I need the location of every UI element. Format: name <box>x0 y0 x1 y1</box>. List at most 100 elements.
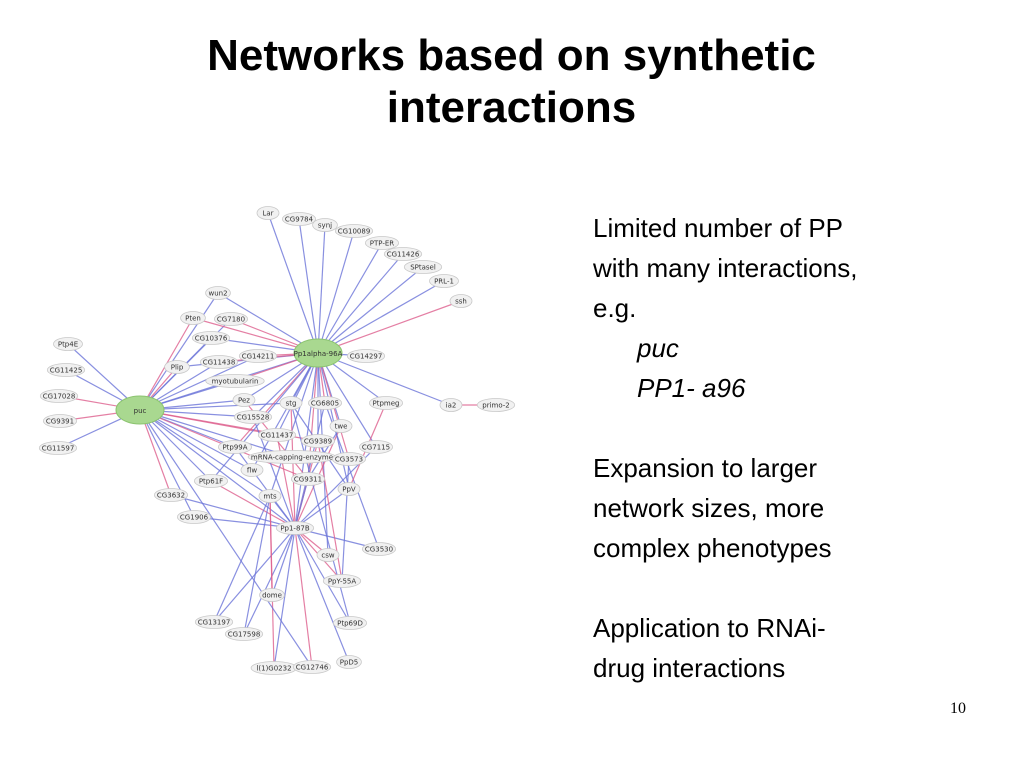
bullet-1-line-1: Limited number of PP <box>593 213 844 243</box>
slide-title: Networks based on synthetic interactions <box>0 30 1023 134</box>
network-graph: pucPp1alpha-96ALarCG9784synjCG10089PTP-E… <box>38 206 516 675</box>
network-node <box>275 521 315 535</box>
network-node <box>180 311 206 325</box>
network-node <box>217 440 252 454</box>
network-node <box>292 660 332 674</box>
network-node <box>281 212 316 226</box>
network-node <box>316 548 340 562</box>
network-node <box>368 396 403 410</box>
node-label: CG14297 <box>350 352 383 360</box>
network-node <box>403 260 443 274</box>
title-line-1: Networks based on synthetic <box>207 31 816 80</box>
node-label: Pp1-87B <box>280 524 310 532</box>
bullet-1-line-3: e.g. <box>593 293 637 323</box>
network-edge <box>139 409 296 529</box>
node-label: PRL-1 <box>434 277 454 285</box>
node-label: CG7115 <box>362 443 390 451</box>
network-node <box>449 294 473 308</box>
network-node <box>307 396 342 410</box>
network-node <box>279 396 303 410</box>
network-node <box>232 393 256 407</box>
network-node <box>240 463 264 477</box>
network-node <box>39 389 79 403</box>
network-node <box>205 286 231 300</box>
network-edge <box>243 495 271 635</box>
network-node <box>346 349 386 363</box>
network-edge <box>317 266 424 354</box>
node-label: Ptp99A <box>222 443 247 451</box>
network-node <box>439 398 463 412</box>
network-node <box>361 542 396 556</box>
node-label: Lar <box>262 209 273 217</box>
hub-label: puc <box>134 407 147 415</box>
network-node <box>322 574 362 588</box>
network-node <box>153 488 188 502</box>
network-node <box>429 274 459 288</box>
network-node <box>233 410 273 424</box>
node-label: CG10089 <box>338 227 371 235</box>
network-node <box>191 331 231 345</box>
node-label: CG3573 <box>335 455 363 463</box>
node-label: CG3632 <box>157 491 185 499</box>
network-edge <box>294 478 309 529</box>
network-edge <box>210 480 296 529</box>
network-node <box>199 355 239 369</box>
node-label: CG9784 <box>285 215 314 223</box>
node-label: myotubularin <box>212 377 259 385</box>
example-pp1-a96: PP1- a96 <box>637 373 746 403</box>
bullet-3-line-2: drug interactions <box>593 653 786 683</box>
network-edge <box>317 352 377 448</box>
network-node <box>238 349 278 363</box>
bullet-text: Limited number of PP with many interacti… <box>593 208 1003 688</box>
network-node <box>193 474 228 488</box>
network-edge <box>294 527 313 668</box>
network-edge <box>317 224 326 354</box>
network-edge <box>294 527 351 624</box>
node-label: CG7180 <box>217 315 245 323</box>
network-edge <box>170 494 296 529</box>
network-edge <box>251 352 319 471</box>
network-node <box>257 428 297 442</box>
network-node <box>258 489 282 503</box>
network-node <box>383 247 423 261</box>
node-label: Pten <box>185 314 201 322</box>
node-label: PpD5 <box>340 658 359 666</box>
network-edge <box>290 402 296 529</box>
network-node <box>331 452 366 466</box>
node-label: CG14211 <box>242 352 275 360</box>
node-label: Ptpmeg <box>373 399 400 407</box>
network-node <box>259 588 285 602</box>
network-node <box>476 398 516 412</box>
node-label: l(1)G0232 <box>256 664 291 672</box>
node-label: dome <box>262 591 282 599</box>
node-label: csw <box>321 551 334 559</box>
network-edge <box>234 446 296 529</box>
network-edge <box>139 409 293 458</box>
network-edge <box>213 495 271 623</box>
network-edge <box>139 409 253 471</box>
bullet-2-line-3: complex phenotypes <box>593 533 832 563</box>
node-label: PpV <box>342 485 356 493</box>
network-node <box>213 312 248 326</box>
hub-label: Pp1alpha-96A <box>294 350 343 358</box>
node-label: CG13197 <box>198 618 231 626</box>
node-label: mts <box>263 492 277 500</box>
node-label: ssh <box>455 297 467 305</box>
network-edge <box>298 218 319 354</box>
network-node <box>329 419 353 433</box>
node-label: SPtasel <box>410 263 436 271</box>
network-edge <box>139 409 313 668</box>
network-node <box>358 440 393 454</box>
node-label: stg <box>286 399 297 407</box>
node-label: CG11597 <box>42 444 75 452</box>
network-edge <box>271 527 296 596</box>
bullet-3-line-1: Application to RNAi- <box>593 613 826 643</box>
node-label: synj <box>318 221 332 229</box>
node-label: CG9391 <box>46 417 74 425</box>
network-node <box>205 374 265 388</box>
network-node <box>194 615 234 629</box>
node-label: CG9311 <box>294 475 322 483</box>
node-label: PpY-55A <box>328 577 357 585</box>
page-number: 10 <box>950 700 966 717</box>
